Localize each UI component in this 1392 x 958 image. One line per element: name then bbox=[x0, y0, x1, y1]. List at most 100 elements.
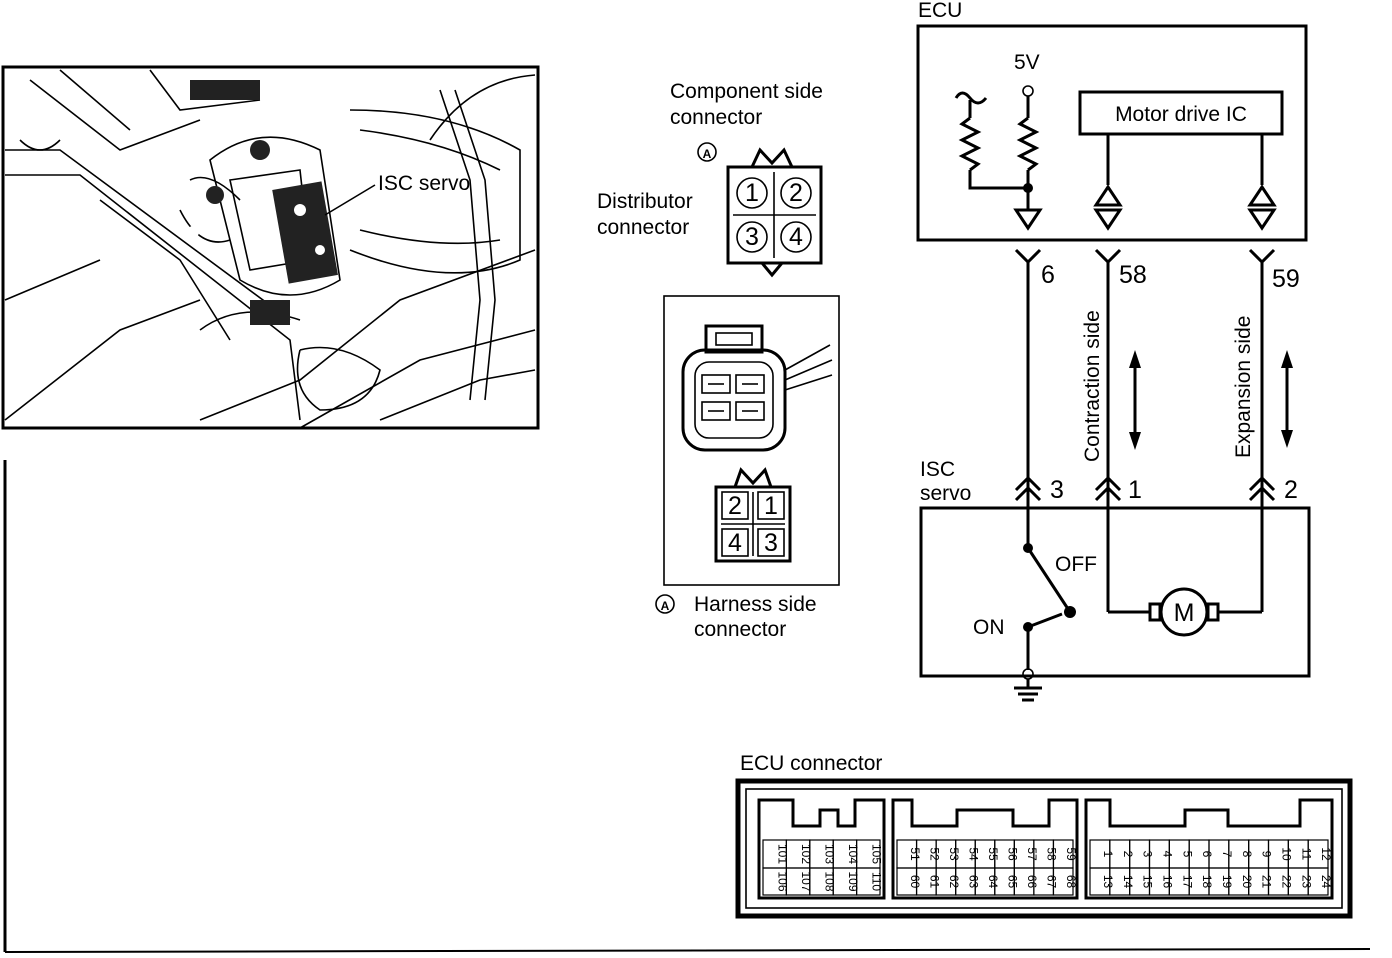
harness-pin-4: 4 bbox=[728, 529, 742, 557]
ecu-pin-13: 13 bbox=[1101, 875, 1115, 889]
ecu-pin-17: 17 bbox=[1180, 875, 1194, 889]
ecu-pin-16: 16 bbox=[1160, 875, 1174, 889]
component-connector-title-2: connector bbox=[670, 106, 762, 129]
ecu-pin-3: 3 bbox=[1141, 851, 1155, 858]
ecu-pin-106: 106 bbox=[776, 871, 790, 891]
component-connector-title-1: Component side bbox=[670, 80, 823, 103]
ecu-pin-2: 2 bbox=[1121, 851, 1135, 858]
marker-a-harness: A bbox=[661, 599, 670, 613]
ecu-pin-9: 9 bbox=[1260, 851, 1274, 858]
comp-pin-2: 2 bbox=[789, 179, 803, 207]
ecu-pin-64: 64 bbox=[986, 875, 1000, 889]
distributor-label-1: Distributor bbox=[597, 190, 693, 213]
bottom-rule bbox=[4, 948, 1371, 953]
ecu-pin-65: 65 bbox=[1006, 875, 1020, 889]
ecu-pin-62: 62 bbox=[947, 875, 961, 889]
ecu-pin-cell bbox=[1307, 867, 1329, 896]
ecu-pin-59: 59 bbox=[1064, 847, 1078, 861]
contraction-side-label: Contraction side bbox=[1081, 310, 1104, 462]
ecu-pin-12: 12 bbox=[1319, 847, 1333, 861]
ecu-pin-66: 66 bbox=[1025, 875, 1039, 889]
ecu-pin-23: 23 bbox=[1299, 875, 1313, 889]
isc-servo-photo-label: ISC servo bbox=[378, 172, 470, 195]
ecu-pin-109: 109 bbox=[846, 871, 860, 891]
harness-label-2: connector bbox=[694, 618, 786, 641]
marker-a-circle bbox=[697, 142, 717, 162]
ecu-pin-54: 54 bbox=[966, 847, 980, 861]
ecu-pin-101: 101 bbox=[776, 844, 790, 864]
ecu-connector-title: ECU connector bbox=[740, 752, 882, 775]
ecu-pin-57: 57 bbox=[1025, 847, 1039, 861]
marker-a-component: A bbox=[703, 147, 712, 161]
comp-pin-4: 4 bbox=[789, 223, 803, 251]
servo-terminal-3: 3 bbox=[1050, 476, 1064, 504]
ecu-block: ECU 5V Motor drive IC bbox=[916, 0, 1308, 242]
ecu-pin-55: 55 bbox=[986, 847, 1000, 861]
ecu-pin-24: 24 bbox=[1319, 875, 1333, 889]
isc-servo-label-2: servo bbox=[920, 482, 971, 505]
ecu-pin-104: 104 bbox=[846, 844, 860, 864]
ecu-pin-18: 18 bbox=[1200, 875, 1214, 889]
ecu-pin-60: 60 bbox=[908, 875, 922, 889]
ecu-pin-cell bbox=[855, 867, 881, 896]
ecu-pin-103: 103 bbox=[823, 844, 837, 864]
ecu-pin-11: 11 bbox=[1299, 848, 1313, 861]
ecu-terminal-6: 6 bbox=[1041, 261, 1055, 289]
ecu-pin-107: 107 bbox=[799, 871, 813, 891]
ecu-pin-10: 10 bbox=[1279, 847, 1293, 861]
harness-pin-2: 2 bbox=[728, 492, 742, 520]
ecu-pin-1: 1 bbox=[1101, 851, 1115, 858]
ecu-pin-15: 15 bbox=[1141, 875, 1155, 889]
expansion-side-label: Expansion side bbox=[1232, 316, 1255, 458]
ecu-pin-21: 21 bbox=[1260, 875, 1274, 889]
motor-label: M bbox=[1174, 599, 1195, 627]
motor-drive-ic-label: Motor drive IC bbox=[1115, 103, 1247, 126]
ecu-pin-cell bbox=[1052, 867, 1074, 896]
ecu-pin-51: 51 bbox=[908, 847, 922, 861]
ecu-pin-19: 19 bbox=[1220, 875, 1234, 889]
five-volt-label: 5V bbox=[1014, 51, 1040, 74]
harness-side-connector: 2 1 4 3 A Harness side connector bbox=[655, 295, 840, 641]
ecu-pin-102: 102 bbox=[799, 844, 813, 864]
ecu-pin-6: 6 bbox=[1200, 851, 1214, 858]
ecu-pin-56: 56 bbox=[1006, 847, 1020, 861]
switch-off-label: OFF bbox=[1055, 553, 1097, 576]
ecu-pin-110: 110 bbox=[869, 872, 883, 891]
comp-pin-3: 3 bbox=[745, 223, 759, 251]
ecu-label: ECU bbox=[918, 0, 962, 22]
ecu-pin-5: 5 bbox=[1180, 851, 1194, 858]
ecu-pin-14: 14 bbox=[1121, 875, 1135, 889]
ecu-terminal-59: 59 bbox=[1272, 265, 1300, 293]
ecu-pin-108: 108 bbox=[823, 871, 837, 891]
servo-terminal-2: 2 bbox=[1284, 476, 1298, 504]
harness-pin-1: 1 bbox=[764, 492, 778, 520]
ecu-terminal-58: 58 bbox=[1119, 261, 1147, 289]
ecu-pin-22: 22 bbox=[1279, 875, 1293, 889]
distributor-label-2: connector bbox=[597, 216, 689, 239]
motor-drive-ic bbox=[1078, 90, 1284, 136]
ecu-pin-61: 61 bbox=[927, 875, 941, 889]
ecu-pin-52: 52 bbox=[927, 847, 941, 861]
engine-photo: ISC servo bbox=[1, 65, 540, 430]
comp-pin-1: 1 bbox=[745, 179, 759, 207]
harness-label-1: Harness side bbox=[694, 593, 817, 616]
ecu-pin-58: 58 bbox=[1045, 847, 1059, 861]
ecu-pin-68: 68 bbox=[1064, 875, 1078, 889]
ecu-pin-105: 105 bbox=[869, 844, 883, 864]
ecu-pin-63: 63 bbox=[966, 875, 980, 889]
servo-terminal-1: 1 bbox=[1128, 476, 1142, 504]
harness-pin-3: 3 bbox=[764, 529, 778, 557]
ecu-pin-20: 20 bbox=[1240, 875, 1254, 889]
ecu-pin-7: 7 bbox=[1220, 851, 1234, 858]
connector-latch bbox=[750, 147, 794, 168]
isc-servo-label-1: ISC bbox=[920, 458, 955, 481]
ecu-pin-4: 4 bbox=[1160, 851, 1174, 858]
switch-on-label: ON bbox=[973, 616, 1005, 639]
isc-servo-block: ISC servo 3 1 2 OFF ON M bbox=[919, 458, 1311, 702]
ecu-pin-67: 67 bbox=[1045, 875, 1059, 889]
ecu-pin-8: 8 bbox=[1240, 851, 1254, 858]
component-side-connector: Component side connector A Distributor c… bbox=[597, 80, 823, 278]
harness-wires: 6 58 59 Contraction side Expansion side bbox=[1014, 248, 1300, 612]
